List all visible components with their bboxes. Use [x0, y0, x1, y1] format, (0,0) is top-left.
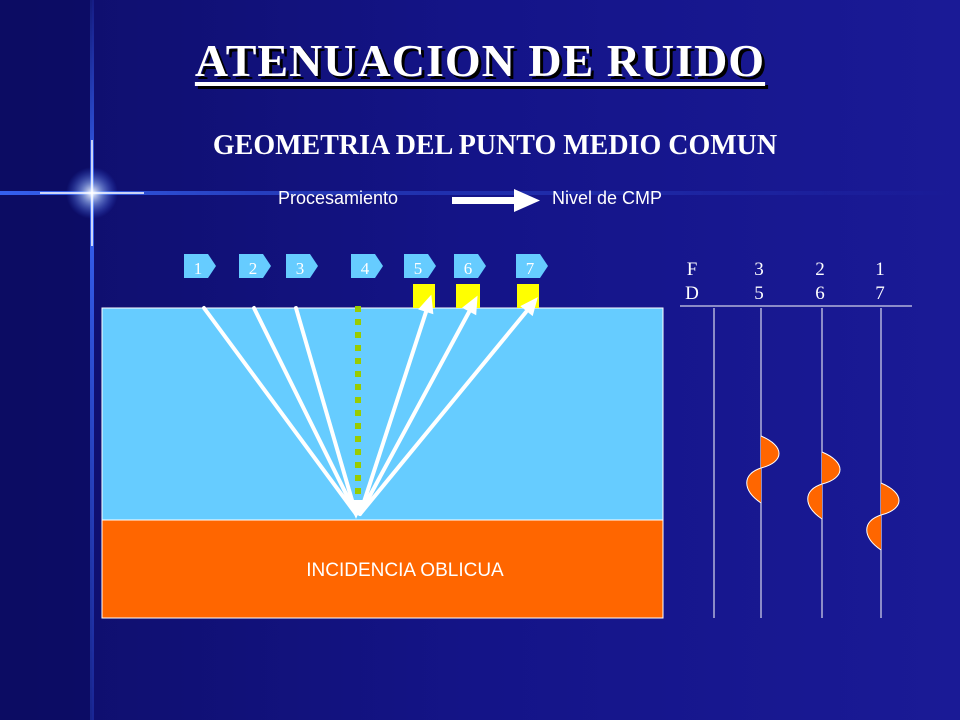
lower-layer	[101, 519, 664, 619]
ray-up-5	[358, 310, 428, 516]
gather-header-bottom-3: 7	[875, 283, 885, 304]
arrowhead-up-6	[462, 295, 478, 316]
station-marker-5	[404, 254, 436, 278]
process-to-label: Nivel de CMP	[552, 188, 663, 208]
station-marker-2	[239, 254, 271, 278]
ray-up-7	[358, 310, 528, 516]
wavelet-1	[746, 436, 779, 503]
ray-down-2	[252, 306, 358, 516]
station-marker-6	[454, 254, 486, 278]
arrowhead-down-1	[348, 500, 364, 519]
slide-subtitle: GEOMETRIA DEL PUNTO MEDIO COMUN	[212, 130, 778, 161]
station-label-3: 3	[296, 259, 305, 278]
station-label-2: 2	[249, 259, 258, 278]
wavelet-3	[866, 483, 899, 550]
slide-title: ATENUACION DE RUIDO	[194, 35, 766, 86]
ray-paths	[202, 306, 528, 516]
wavelets	[746, 435, 900, 551]
station-marker-3	[286, 254, 318, 278]
process-from-label: Procesamiento	[278, 188, 399, 208]
ray-up-6	[358, 310, 471, 516]
station-label-5: 5	[414, 259, 423, 278]
gather-header: F 3 2 1D 5 6 7	[685, 259, 885, 304]
star-flare-icon	[40, 140, 144, 246]
ray-down-3	[294, 306, 358, 516]
gather-header-top-2: 2	[815, 259, 825, 280]
process-arrow-icon	[452, 189, 540, 212]
gather-traces	[713, 308, 882, 618]
gather-header-bottom-2: 6	[815, 283, 825, 304]
arrowhead-up-5	[418, 294, 434, 315]
ray-arrowheads	[348, 294, 538, 519]
station-label-7: 7	[526, 259, 535, 278]
station-marker-1	[184, 254, 216, 278]
ray-down-1	[202, 306, 358, 516]
arrowhead-up-7	[520, 297, 538, 317]
gather-header-bottom-1: 5	[754, 283, 764, 304]
gather-header-top-0: F	[687, 259, 698, 280]
layer-label: INCIDENCIA OBLICUA	[306, 560, 504, 581]
station-marker-7	[516, 254, 548, 278]
station-marker-4	[351, 254, 383, 278]
gather-header-bottom-0: D	[685, 283, 699, 304]
gather-header-top-1: 3	[754, 259, 764, 280]
station-label-4: 4	[361, 259, 370, 278]
gather-header-top-3: 1	[875, 259, 885, 280]
station-markers: 1 2 3 4 5 6 7	[184, 254, 548, 278]
station-label-6: 6	[464, 259, 473, 278]
wavelet-2	[807, 452, 840, 519]
station-label-1: 1	[194, 259, 203, 278]
